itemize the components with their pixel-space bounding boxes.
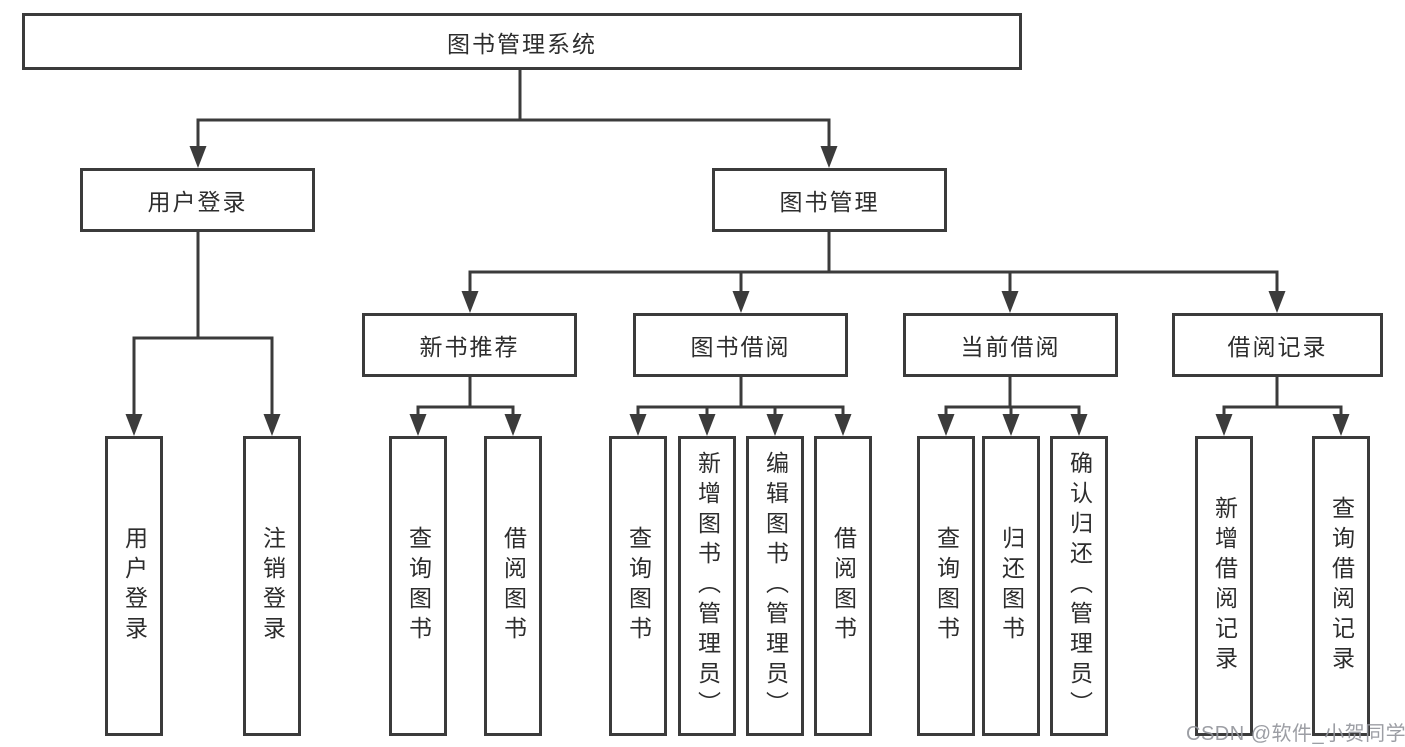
node-new-book-recommend: 新书推荐 bbox=[362, 313, 577, 377]
leaf-query-books-1: 查询图书 bbox=[389, 436, 447, 736]
leaf-borrow-books-2: 借阅图书 bbox=[814, 436, 872, 736]
leaf-query-borrow-record-label: 查询借阅记录 bbox=[1328, 496, 1355, 676]
node-new-book-recommend-label: 新书推荐 bbox=[419, 334, 520, 360]
node-root-label: 图书管理系统 bbox=[447, 30, 597, 57]
leaf-query-books-2-label: 查询图书 bbox=[625, 526, 652, 646]
leaf-query-borrow-record: 查询借阅记录 bbox=[1312, 436, 1370, 736]
leaf-add-borrow-record-label: 新增借阅记录 bbox=[1211, 496, 1238, 676]
connector-book-borrow-to-leaves bbox=[636, 375, 845, 422]
leaf-return-books: 归还图书 bbox=[982, 436, 1040, 736]
connector-book-management-to-level3 bbox=[468, 230, 1279, 298]
leaf-add-book-admin: 新增图书（管理员） bbox=[678, 436, 736, 736]
leaf-query-books-3-label: 查询图书 bbox=[933, 526, 960, 646]
leaf-add-borrow-record: 新增借阅记录 bbox=[1195, 436, 1253, 736]
leaf-edit-book-admin-label: 编辑图书（管理员） bbox=[762, 451, 789, 721]
node-book-management: 图书管理 bbox=[712, 168, 947, 232]
leaf-confirm-return-admin: 确认归还（管理员） bbox=[1050, 436, 1108, 736]
leaf-query-books-1-label: 查询图书 bbox=[405, 526, 432, 646]
node-current-borrow: 当前借阅 bbox=[903, 313, 1118, 377]
node-user-login: 用户登录 bbox=[80, 168, 315, 232]
leaf-borrow-books-1-label: 借阅图书 bbox=[500, 526, 527, 646]
connector-root-to-level2 bbox=[196, 68, 831, 154]
leaf-return-books-label: 归还图书 bbox=[998, 526, 1025, 646]
leaf-query-books-3: 查询图书 bbox=[917, 436, 975, 736]
node-borrow-records-label: 借阅记录 bbox=[1227, 334, 1328, 360]
connector-borrow-records-to-leaves bbox=[1222, 375, 1343, 422]
node-borrow-records: 借阅记录 bbox=[1172, 313, 1383, 377]
leaf-user-login-label: 用户登录 bbox=[121, 526, 148, 646]
watermark: CSDN @软件_小贺同学 bbox=[1186, 723, 1405, 745]
leaf-logout: 注销登录 bbox=[243, 436, 301, 736]
node-current-borrow-label: 当前借阅 bbox=[960, 334, 1061, 360]
leaf-confirm-return-admin-label: 确认归还（管理员） bbox=[1066, 451, 1093, 721]
node-user-login-label: 用户登录 bbox=[147, 189, 248, 215]
leaf-query-books-2: 查询图书 bbox=[609, 436, 667, 736]
leaf-borrow-books-2-label: 借阅图书 bbox=[830, 526, 857, 646]
connector-new-book-to-leaves bbox=[416, 375, 515, 422]
node-book-borrow: 图书借阅 bbox=[633, 313, 848, 377]
node-root: 图书管理系统 bbox=[22, 13, 1022, 70]
connector-current-borrow-to-leaves bbox=[944, 375, 1081, 422]
node-book-borrow-label: 图书借阅 bbox=[690, 334, 791, 360]
leaf-borrow-books-1: 借阅图书 bbox=[484, 436, 542, 736]
arrowheads bbox=[125, 146, 1350, 436]
leaf-add-book-admin-label: 新增图书（管理员） bbox=[694, 451, 721, 721]
leaf-edit-book-admin: 编辑图书（管理员） bbox=[746, 436, 804, 736]
leaf-logout-label: 注销登录 bbox=[259, 526, 286, 646]
node-book-management-label: 图书管理 bbox=[779, 189, 880, 215]
connector-user-login-to-leaves bbox=[132, 230, 274, 420]
leaf-user-login: 用户登录 bbox=[105, 436, 163, 736]
